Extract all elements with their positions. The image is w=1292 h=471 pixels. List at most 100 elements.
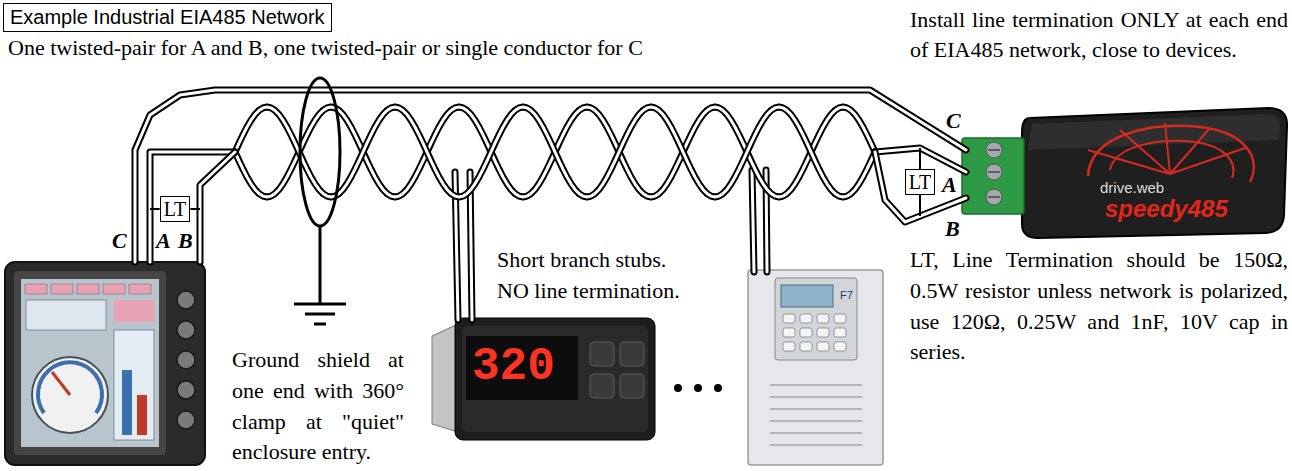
logo-spoke (1120, 130, 1170, 174)
stub-wire-core (752, 170, 754, 272)
vfd-key (834, 314, 846, 323)
hmi-bar (122, 370, 132, 435)
terminal-screw-slot (988, 149, 1000, 151)
terminal-screw-slot (988, 196, 1000, 198)
twisted-wire-core (235, 107, 875, 197)
label-holder: F7 (840, 289, 853, 301)
hmi-key (177, 411, 195, 429)
stub-note: Short branch stubs. NO line termination. (497, 245, 689, 307)
hmi-tab (25, 284, 47, 294)
controller-key (620, 374, 644, 398)
termination-label: LT (909, 171, 932, 193)
ground-note: Ground shield at one end with 360° clamp… (232, 345, 404, 468)
terminal-block (962, 138, 1024, 214)
vfd-key (834, 342, 846, 351)
hmi-readout (26, 300, 106, 330)
signal-name: B (945, 218, 960, 240)
termination-box: LT (160, 196, 191, 222)
lead-group (150, 148, 920, 216)
terminal-screw (986, 164, 1002, 180)
hmi-gauge (32, 357, 108, 433)
termination-spec: LT, Line Termination should be 150Ω, 0.5… (910, 245, 1288, 368)
c-conductor (135, 90, 966, 262)
hmi-bezel (5, 262, 205, 465)
hmi-bar-panel (114, 330, 154, 440)
vfd-vent (770, 420, 862, 422)
vfd-key (800, 314, 812, 323)
vfd-vent (770, 432, 862, 434)
signal-name: A (156, 230, 171, 252)
hmi-button (114, 300, 154, 322)
cable-note: One twisted-pair for A and B, one twiste… (8, 34, 888, 63)
hmi-key (177, 321, 195, 339)
signal-name: A (942, 174, 957, 196)
vfd-keypad-panel (775, 278, 857, 360)
vfd-vent (770, 396, 862, 398)
lead-wire (919, 148, 921, 169)
vfd-vent (770, 408, 862, 410)
controller-display (466, 336, 578, 400)
vfd-key (783, 342, 795, 351)
ground-symbol (305, 313, 335, 316)
hmi-tab (129, 284, 151, 294)
vfd-key (800, 328, 812, 337)
hmi-key (177, 291, 195, 309)
label-holder: C (946, 110, 961, 132)
terminal-screw (986, 189, 1002, 205)
label-holder: A (942, 174, 957, 196)
twisted-wire (235, 107, 875, 197)
label-holder: drive.web (1100, 180, 1164, 197)
termination-note: Install line termination ONLY at each en… (910, 5, 1288, 64)
hmi-gauge-needle (52, 372, 70, 395)
lead-wire (919, 195, 921, 216)
illustration-group (5, 78, 1287, 465)
ellipsis-dot (674, 384, 682, 392)
vfd-screen (781, 285, 833, 307)
logo-spoke (1170, 148, 1245, 174)
vfd-key (783, 328, 795, 337)
label-holder: LT, Line Termination should be 150Ω, 0.5… (910, 245, 1288, 368)
b-wire-core (200, 152, 235, 262)
model-badge: F7 (840, 289, 853, 301)
product-name: speedy485 (1105, 196, 1228, 222)
label-holder: speedy485 (1105, 196, 1228, 222)
controller-key (620, 342, 644, 366)
label-holder: Short branch stubs. NO line termination. (497, 245, 689, 307)
ground-lead (319, 226, 322, 303)
diagram-title: Example Industrial EIA485 Network (10, 5, 325, 30)
vfd-key (817, 342, 829, 351)
label-holder: Install line termination ONLY at each en… (910, 5, 1288, 64)
hmi-tab (77, 284, 99, 294)
hmi-tab (103, 284, 125, 294)
hmi-tab (51, 284, 73, 294)
display-reading: 320 (472, 342, 555, 393)
hmi-bar (137, 395, 147, 435)
label-holder: A (156, 230, 171, 252)
controller-key (590, 374, 614, 398)
label-holder: 320 (472, 342, 555, 393)
hmi-screen (21, 279, 159, 447)
hmi-key (177, 351, 195, 369)
controller-face (462, 326, 648, 432)
lead-wire (190, 208, 200, 210)
signal-name: B (178, 230, 193, 252)
signal-name: C (946, 110, 961, 132)
terminal-screw (986, 142, 1002, 158)
controller-key (590, 342, 614, 366)
title-frame: Example Industrial EIA485 Network (3, 3, 332, 32)
controller-clip (432, 324, 458, 432)
a-wire (150, 152, 235, 262)
controller-body (455, 318, 655, 440)
vfd-key (834, 328, 846, 337)
vfd-key (783, 314, 795, 323)
vfd-key (817, 314, 829, 323)
logo-web (1088, 126, 1254, 182)
label-holder: C (112, 230, 127, 252)
label-holder: B (178, 230, 193, 252)
label-holder: B (945, 218, 960, 240)
c-conductor-core (135, 90, 966, 262)
label-holder: One twisted-pair for A and B, one twiste… (8, 34, 888, 63)
vfd-vent (770, 384, 862, 386)
vfd-body (748, 270, 883, 465)
